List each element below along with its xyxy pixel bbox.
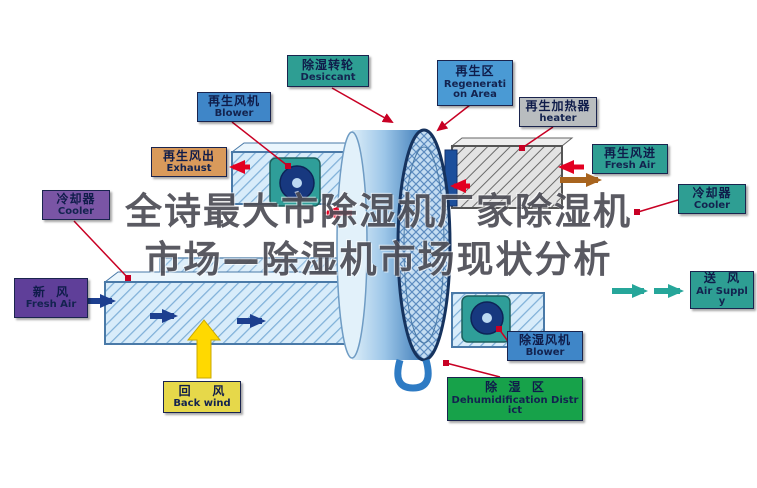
label-cooler-left-zh: 冷却器 (56, 191, 96, 206)
label-regen-blower: 再生风机 Blower (197, 92, 271, 122)
label-cooler-right-en: Cooler (693, 199, 731, 211)
label-regen-fresh-air-en: Fresh Air (604, 159, 656, 171)
regen-blower-shape (269, 157, 321, 207)
label-heater-en: heater (539, 112, 577, 124)
label-regen-fresh-air-zh: 再生风进 (603, 145, 656, 160)
label-regen-area: 再生区 Regeneration Area (437, 60, 513, 106)
label-regen-blower-zh: 再生风机 (207, 93, 260, 108)
label-dehumid-blower-zh: 除湿风机 (518, 332, 571, 347)
label-dehumid-district: 除 湿 区 Dehumidification District (447, 377, 583, 421)
regen-air-arrows (229, 160, 584, 220)
label-fresh-air-en: Fresh Air (25, 298, 77, 310)
label-cooler-left-en: Cooler (57, 205, 95, 217)
label-air-supply-en: Air Supply (696, 285, 748, 308)
label-exhaust-zh: 再生风出 (162, 148, 215, 163)
label-fresh-air-zh: 新 风 (32, 284, 70, 299)
label-dehumid-district-zh: 除 湿 区 (485, 380, 545, 395)
label-cooler-right-zh: 冷却器 (692, 185, 732, 200)
label-air-supply-zh: 送 风 (703, 271, 741, 286)
label-exhaust: 再生风出 Exhaust (151, 147, 227, 177)
label-back-wind: 回 风 Back wind (163, 381, 241, 413)
label-desiccant: 除湿转轮 Desiccant (287, 55, 369, 87)
label-air-supply: 送 风 Air Supply (690, 271, 754, 309)
label-dehumid-blower-en: Blower (525, 346, 565, 358)
label-cooler-right: 冷却器 Cooler (678, 184, 746, 214)
label-regen-blower-en: Blower (214, 107, 254, 119)
label-heater: 再生加热器 heater (519, 97, 597, 127)
label-exhaust-en: Exhaust (166, 162, 212, 174)
label-fresh-air: 新 风 Fresh Air (14, 278, 88, 318)
label-desiccant-zh: 除湿转轮 (301, 57, 354, 72)
process-air-arrows (88, 294, 266, 328)
label-back-wind-en: Back wind (173, 397, 231, 409)
label-cooler-left: 冷却器 Cooler (42, 190, 110, 220)
wheel-support (394, 359, 432, 392)
label-desiccant-en: Desiccant (300, 71, 356, 83)
desiccant-wheel (336, 128, 452, 362)
label-dehumid-district-en: Dehumidification District (451, 394, 579, 417)
label-regen-fresh-air: 再生风进 Fresh Air (592, 144, 668, 174)
label-connectors (73, 87, 679, 378)
process-duct (103, 271, 360, 345)
heater-duct (444, 137, 574, 209)
connector-endpoints (125, 145, 640, 366)
label-heater-zh: 再生加热器 (525, 98, 591, 113)
label-regen-area-en: Regeneration Area (443, 78, 507, 101)
label-back-wind-zh: 回 风 (178, 383, 226, 398)
return-air-arrow (186, 319, 222, 379)
label-dehumid-blower: 除湿风机 Blower (507, 331, 583, 361)
label-regen-area-zh: 再生区 (455, 64, 495, 79)
